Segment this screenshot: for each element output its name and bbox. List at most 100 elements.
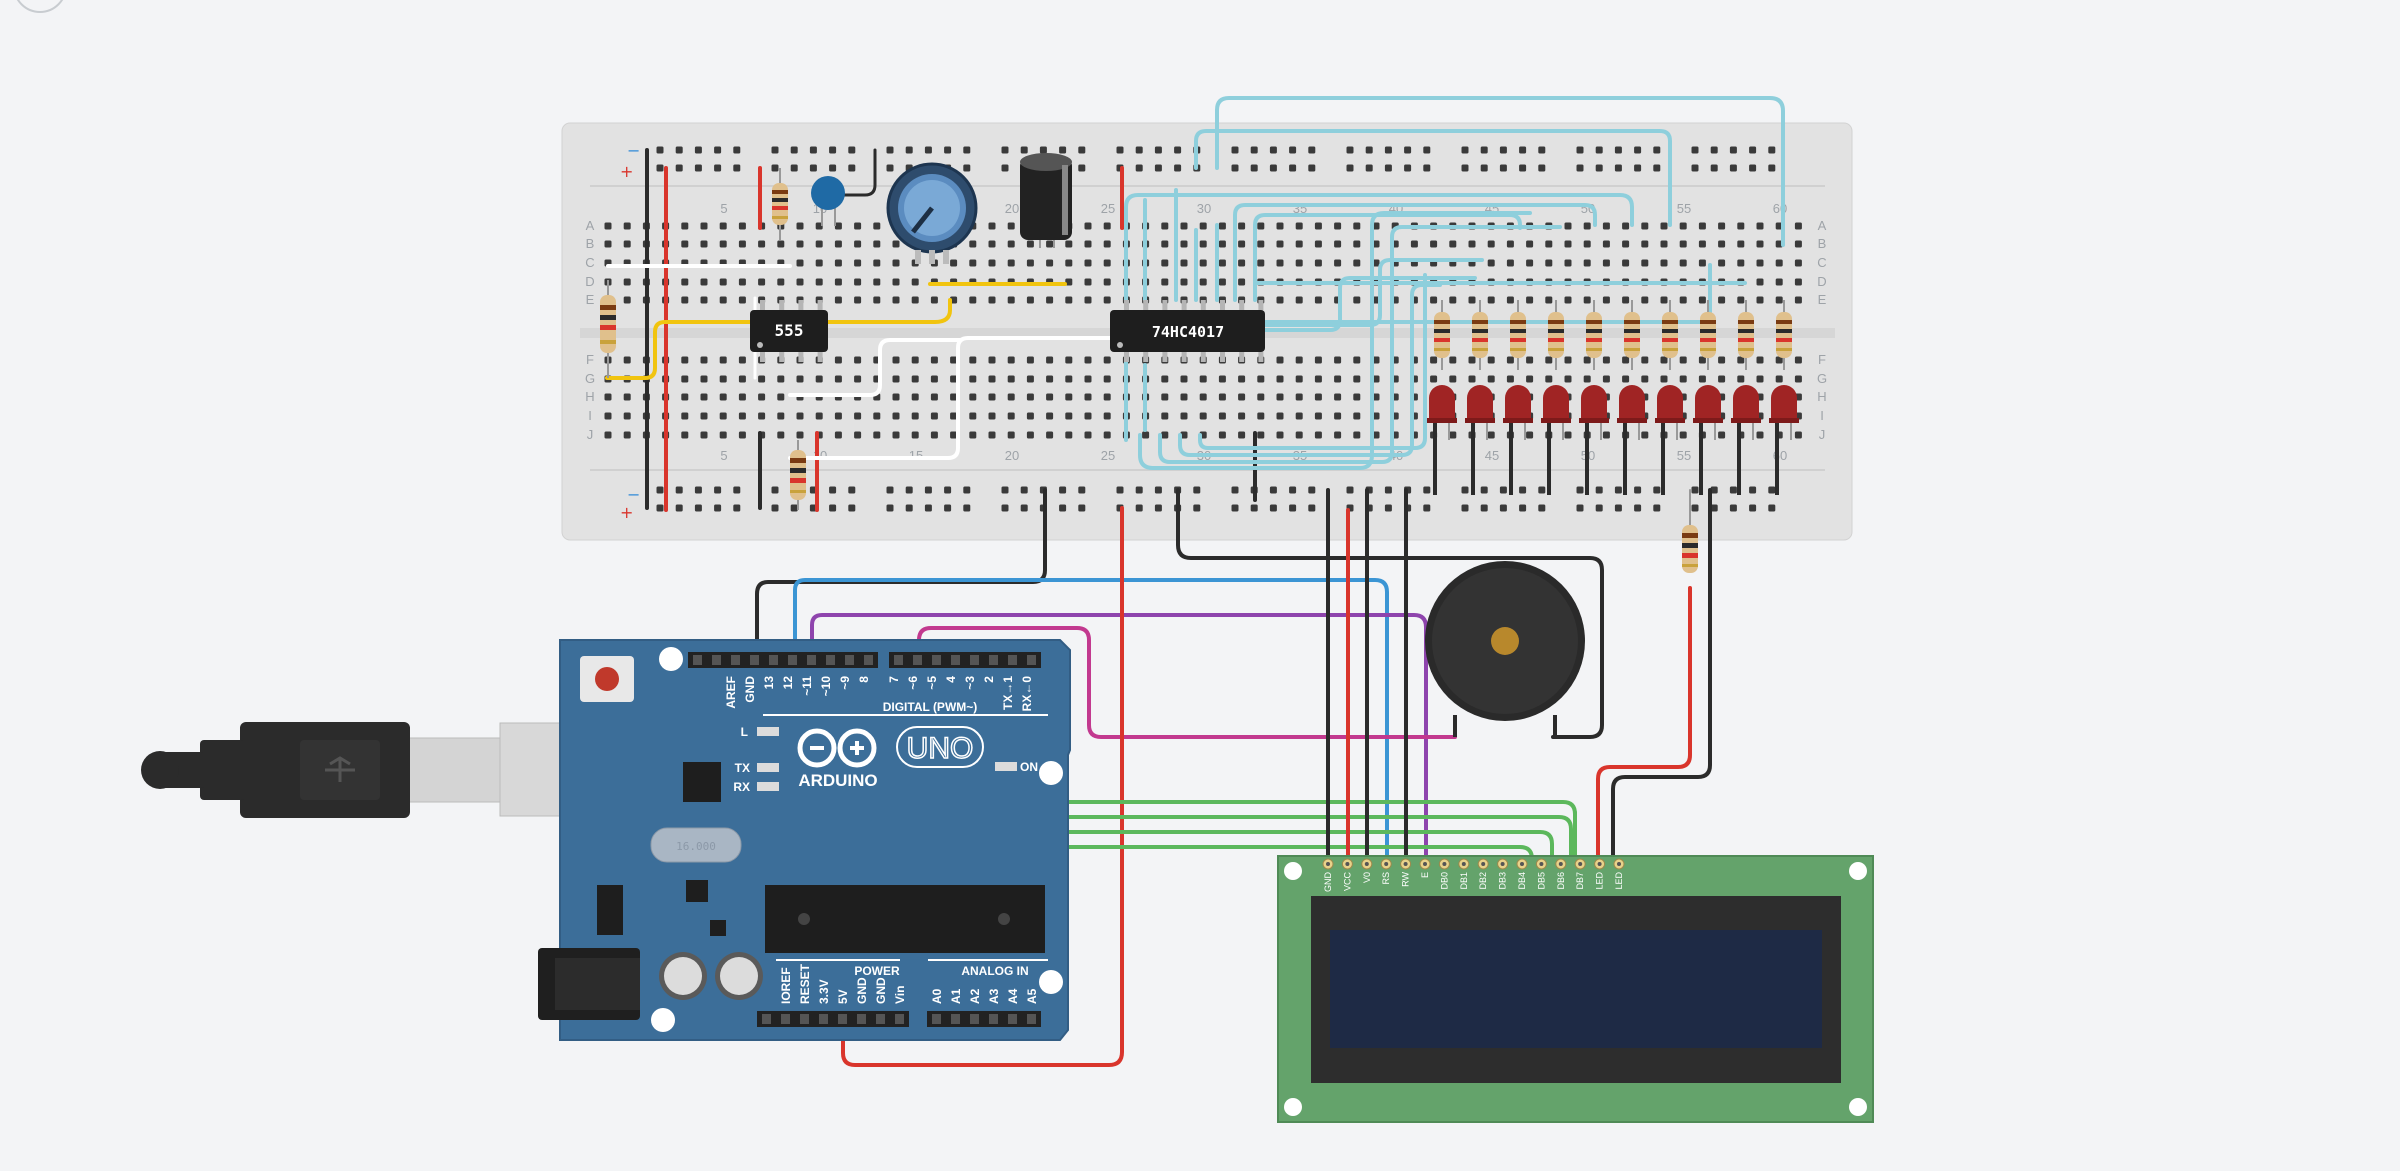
breadboard-hole[interactable]	[1729, 164, 1737, 172]
breadboard-hole[interactable]	[1295, 375, 1303, 383]
breadboard-hole[interactable]	[1218, 431, 1226, 439]
breadboard-hole[interactable]	[623, 393, 631, 401]
ic-pin[interactable]	[1200, 352, 1206, 362]
breadboard-hole[interactable]	[1154, 146, 1162, 154]
breadboard-hole[interactable]	[1065, 431, 1073, 439]
breadboard-hole[interactable]	[1480, 504, 1488, 512]
ic-pin[interactable]	[760, 300, 765, 310]
header-pin[interactable]	[989, 655, 998, 665]
breadboard-hole[interactable]	[1506, 240, 1514, 248]
breadboard-hole[interactable]	[1065, 259, 1073, 267]
breadboard-hole[interactable]	[834, 412, 842, 420]
breadboard-hole[interactable]	[1257, 259, 1265, 267]
led-resistor[interactable]	[1776, 312, 1792, 358]
breadboard-hole[interactable]	[1180, 393, 1188, 401]
breadboard-hole[interactable]	[1756, 375, 1764, 383]
breadboard-hole[interactable]	[1564, 240, 1572, 248]
breadboard-hole[interactable]	[1314, 356, 1322, 364]
breadboard-hole[interactable]	[950, 375, 958, 383]
led-resistor[interactable]	[1624, 312, 1640, 358]
breadboard-hole[interactable]	[1308, 146, 1316, 154]
breadboard-hole[interactable]	[1046, 375, 1054, 383]
breadboard-hole[interactable]	[1154, 486, 1162, 494]
breadboard-hole[interactable]	[656, 146, 664, 154]
breadboard-hole[interactable]	[911, 431, 919, 439]
breadboard-hole[interactable]	[700, 296, 708, 304]
digital-header[interactable]	[688, 652, 1041, 668]
breadboard-hole[interactable]	[1180, 278, 1188, 286]
breadboard-hole[interactable]	[681, 412, 689, 420]
breadboard-hole[interactable]	[1404, 146, 1412, 154]
reset-button-icon[interactable]	[580, 656, 634, 702]
breadboard-hole[interactable]	[1641, 222, 1649, 230]
breadboard-hole[interactable]	[1710, 486, 1718, 494]
breadboard-hole[interactable]	[1180, 240, 1188, 248]
breadboard-hole[interactable]	[1295, 412, 1303, 420]
breadboard-hole[interactable]	[1660, 375, 1668, 383]
breadboard-hole[interactable]	[930, 296, 938, 304]
breadboard-hole[interactable]	[1026, 240, 1034, 248]
breadboard-hole[interactable]	[1135, 504, 1143, 512]
breadboard-hole[interactable]	[1794, 259, 1802, 267]
breadboard-hole[interactable]	[1756, 431, 1764, 439]
breadboard-hole[interactable]	[1653, 164, 1661, 172]
header-pin[interactable]	[932, 1014, 941, 1024]
breadboard-hole[interactable]	[719, 222, 727, 230]
breadboard-hole[interactable]	[930, 356, 938, 364]
breadboard-hole[interactable]	[834, 240, 842, 248]
breadboard-hole[interactable]	[1749, 146, 1757, 154]
breadboard-hole[interactable]	[1007, 259, 1015, 267]
breadboard-hole[interactable]	[1084, 393, 1092, 401]
breadboard-hole[interactable]	[905, 486, 913, 494]
breadboard-hole[interactable]	[854, 222, 862, 230]
breadboard-hole[interactable]	[1231, 486, 1239, 494]
breadboard-hole[interactable]	[604, 240, 612, 248]
breadboard-hole[interactable]	[694, 146, 702, 154]
breadboard-hole[interactable]	[1199, 278, 1207, 286]
breadboard-hole[interactable]	[1026, 431, 1034, 439]
breadboard-hole[interactable]	[1257, 375, 1265, 383]
breadboard-hole[interactable]	[623, 356, 631, 364]
breadboard-hole[interactable]	[1353, 412, 1361, 420]
breadboard-hole[interactable]	[1710, 504, 1718, 512]
breadboard-hole[interactable]	[1314, 222, 1322, 230]
breadboard-hole[interactable]	[944, 486, 952, 494]
breadboard-hole[interactable]	[1775, 240, 1783, 248]
breadboard-hole[interactable]	[1161, 431, 1169, 439]
breadboard-hole[interactable]	[700, 393, 708, 401]
breadboard-hole[interactable]	[911, 412, 919, 420]
breadboard-hole[interactable]	[1078, 486, 1086, 494]
breadboard-hole[interactable]	[1372, 431, 1380, 439]
breadboard-hole[interactable]	[1602, 375, 1610, 383]
breadboard-hole[interactable]	[1461, 146, 1469, 154]
breadboard-hole[interactable]	[911, 296, 919, 304]
header-pin[interactable]	[826, 655, 835, 665]
header-pin[interactable]	[895, 1014, 904, 1024]
breadboard-hole[interactable]	[1276, 222, 1284, 230]
breadboard-hole[interactable]	[1334, 259, 1342, 267]
breadboard-hole[interactable]	[719, 278, 727, 286]
breadboard-hole[interactable]	[809, 146, 817, 154]
breadboard-hole[interactable]	[1353, 240, 1361, 248]
components[interactable]: 555 74HC4017	[600, 153, 1799, 510]
breadboard-hole[interactable]	[1276, 375, 1284, 383]
led-red[interactable]	[1505, 385, 1531, 422]
breadboard-hole[interactable]	[733, 164, 741, 172]
breadboard-hole[interactable]	[1756, 240, 1764, 248]
breadboard-hole[interactable]	[1384, 164, 1392, 172]
breadboard-hole[interactable]	[1749, 164, 1757, 172]
breadboard-hole[interactable]	[950, 356, 958, 364]
breadboard-hole[interactable]	[950, 259, 958, 267]
header-pin[interactable]	[781, 1014, 790, 1024]
breadboard-hole[interactable]	[1653, 146, 1661, 154]
breadboard-hole[interactable]	[1046, 393, 1054, 401]
breadboard-hole[interactable]	[1698, 259, 1706, 267]
header-pin[interactable]	[876, 1014, 885, 1024]
breadboard-hole[interactable]	[1449, 240, 1457, 248]
breadboard-hole[interactable]	[1480, 486, 1488, 494]
breadboard-hole[interactable]	[1116, 486, 1124, 494]
header-pin[interactable]	[762, 1014, 771, 1024]
breadboard-hole[interactable]	[1007, 356, 1015, 364]
header-pin[interactable]	[1008, 655, 1017, 665]
